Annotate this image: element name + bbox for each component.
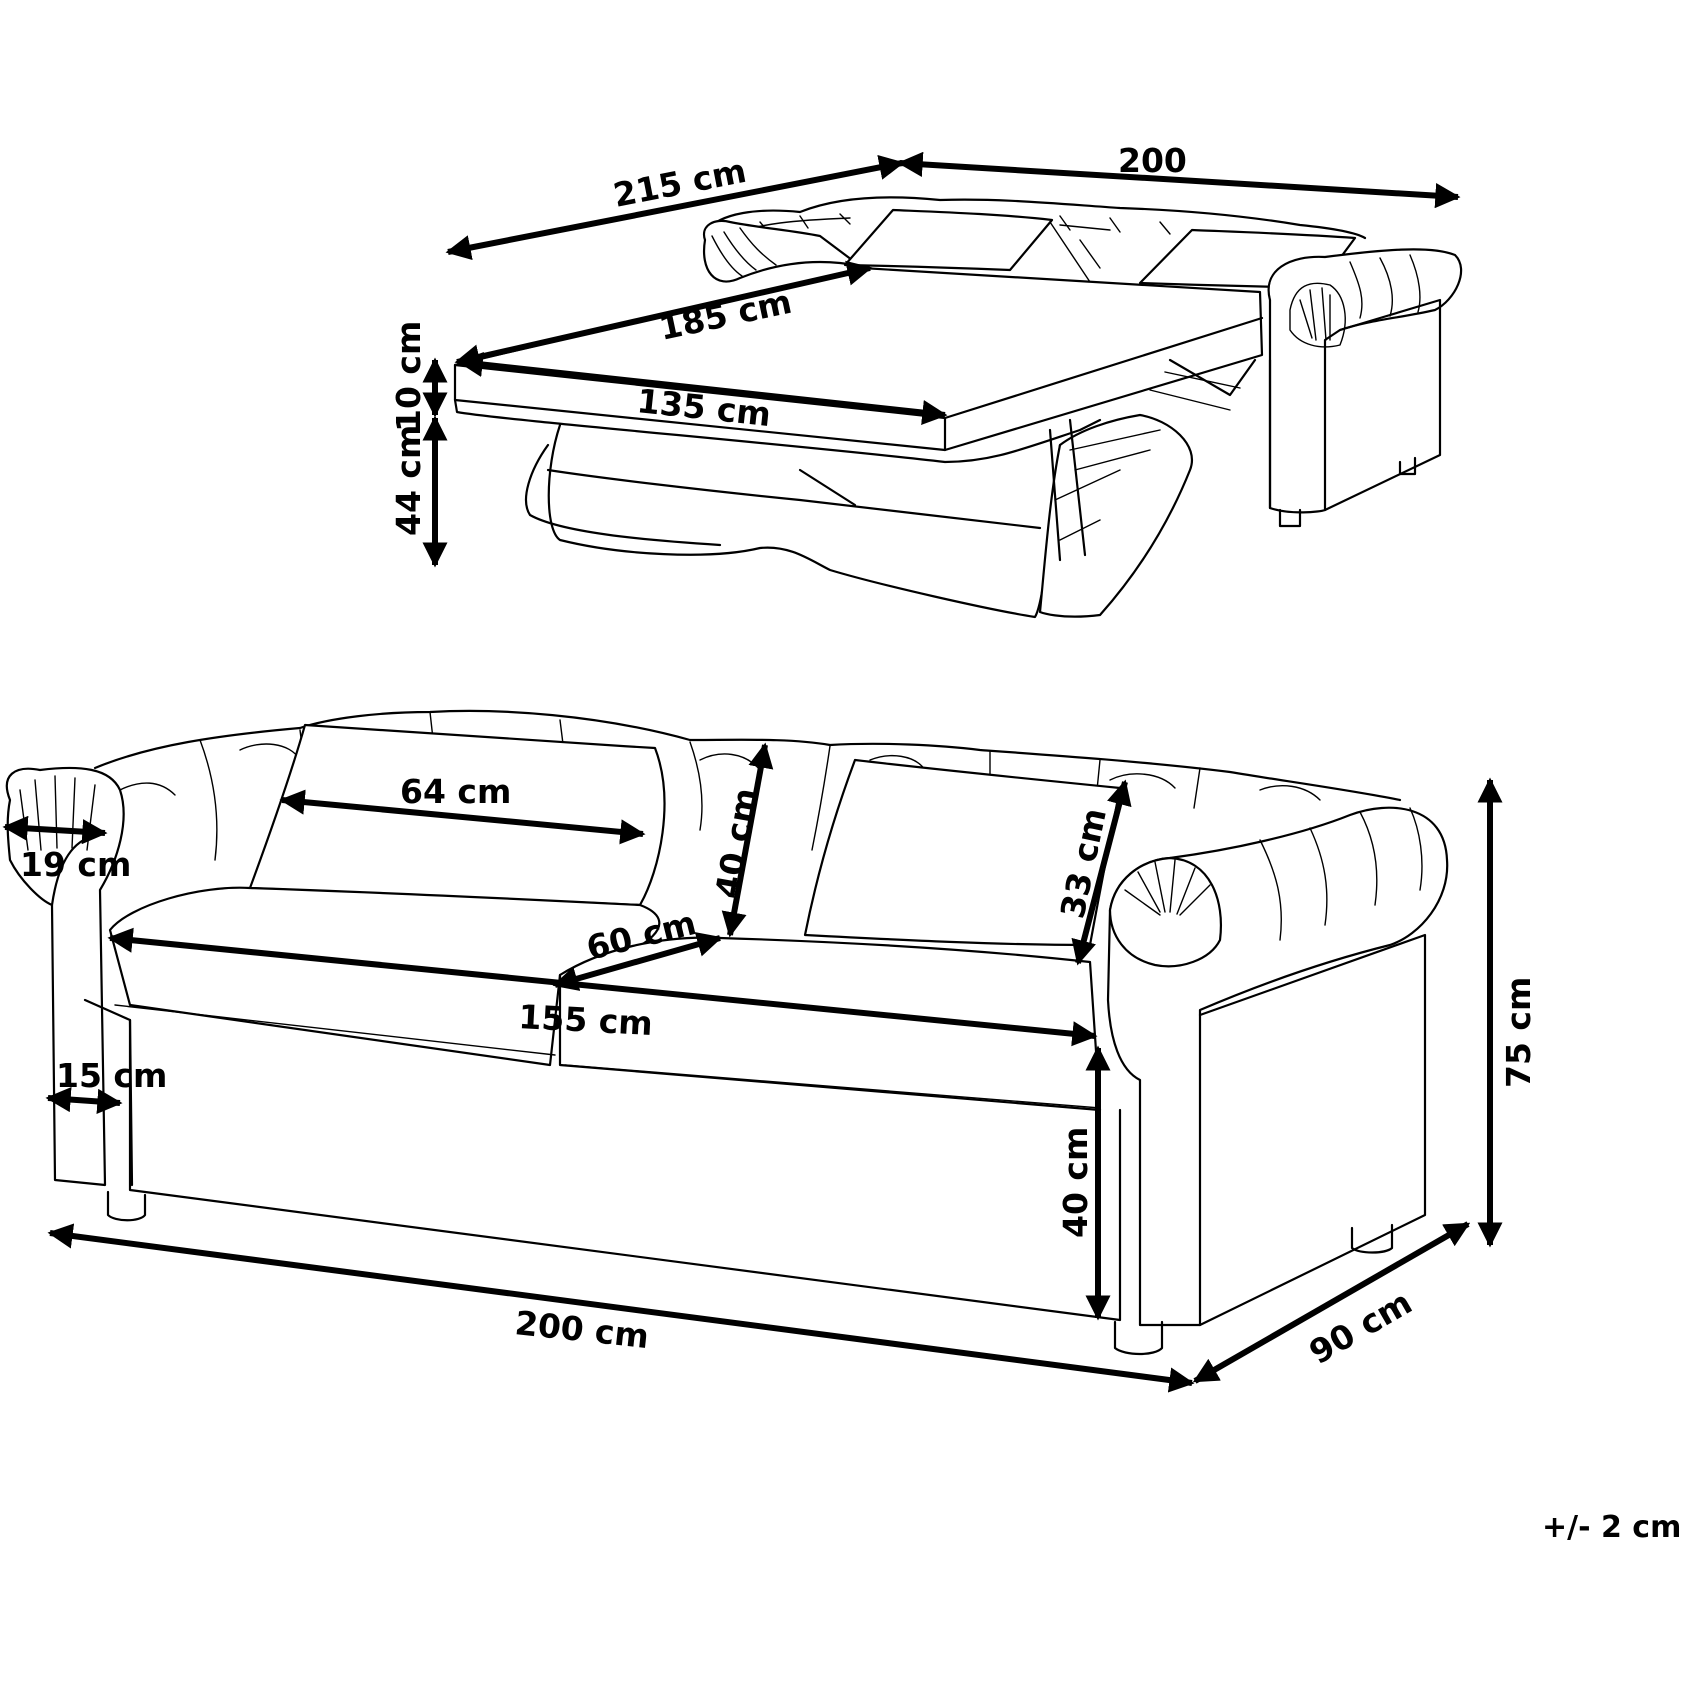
label-cushion-width: 64 cm	[400, 772, 511, 811]
sofa-foot-left	[106, 1190, 147, 1222]
label-arm-thickness: 15 cm	[56, 1056, 167, 1095]
label-armrest-width: 19 cm	[20, 845, 131, 884]
bed-width-arrow	[897, 151, 1461, 209]
cushion-width-arrow	[279, 789, 646, 845]
sofa-bed-right-arm	[1267, 248, 1463, 514]
bed-length-arrow	[445, 154, 905, 261]
sofa-bed-left-arm	[702, 219, 862, 283]
sofa-left-arm	[5, 766, 125, 1187]
arm-thickness-arrow	[45, 1087, 123, 1114]
label-seat-width: 155 cm	[518, 997, 654, 1043]
label-seat-height: 40 cm	[1056, 1127, 1095, 1238]
sofa-foot-right-front	[1113, 1320, 1164, 1356]
label-total-depth: 90 cm	[1303, 1282, 1419, 1371]
label-bed-height: 44 cm	[389, 425, 428, 536]
sofa-bed-foot-back	[1398, 456, 1417, 476]
mattress-width-arrow	[457, 351, 948, 426]
folding-mechanism	[1038, 413, 1193, 618]
label-total-height: 75 cm	[1499, 977, 1538, 1088]
label-bed-width: 200	[1118, 141, 1187, 180]
label-mattress-thickness: 10 cm	[389, 321, 428, 432]
sofa-bed-illustration	[453, 196, 1463, 619]
back-cushion-height-arrow	[721, 742, 774, 938]
bottom-dimension-lines	[2, 742, 1503, 1393]
total-depth-arrow	[1192, 1221, 1471, 1384]
total-width-arrow	[47, 1223, 1195, 1393]
seat-depth-arrow	[552, 932, 723, 991]
sofa-bed-pillow-left	[843, 208, 1054, 272]
label-back-cushion-height: 40 cm	[707, 785, 765, 901]
sofa-bed-foot-right	[1278, 508, 1302, 528]
mattress-length-arrow	[454, 260, 873, 370]
armrest-width-arrow	[2, 815, 108, 845]
tolerance-note: +/- 2 cm	[1542, 1510, 1681, 1545]
top-dimension-lines	[422, 151, 1461, 568]
